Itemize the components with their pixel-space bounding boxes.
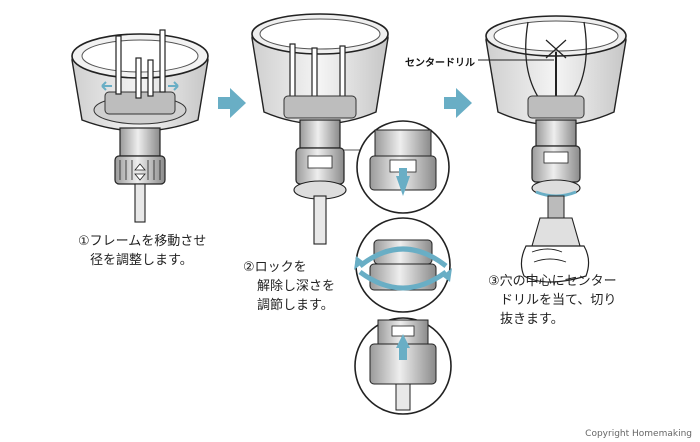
caption-line: ③穴の中心にセンター [488,274,617,289]
caption-line: 解除し深さを [257,279,336,294]
caption-line: 調節します。 [257,298,334,313]
caption-line: 径を調整します。 [90,253,193,268]
step1-caption: ①フレームを移動させ 径を調整します。 [78,232,206,270]
step1-illustration [71,29,209,223]
copyright-text: Copyright Homemaking [585,429,692,439]
detail-magnifier-top [356,120,450,214]
step3-caption: ③穴の中心にセンター ドリルを当て、切り 抜きます。 [488,272,617,329]
step2-illustration [251,13,389,245]
center-drill-label: センタードリル [405,58,475,69]
caption-line: ドリルを当て、切り [500,293,617,308]
detail-magnifier-middle [354,217,452,313]
next-step-arrow [218,88,246,118]
step2-caption: ②ロックを 解除し深さを 調節します。 [243,258,335,315]
step3-illustration [485,15,627,283]
caption-line: 抜きます。 [500,312,564,327]
detail-magnifier-bottom [354,317,452,415]
next-step-arrow [444,88,472,118]
caption-line: ①フレームを移動させ [78,234,207,249]
caption-line: ②ロックを [243,260,307,275]
